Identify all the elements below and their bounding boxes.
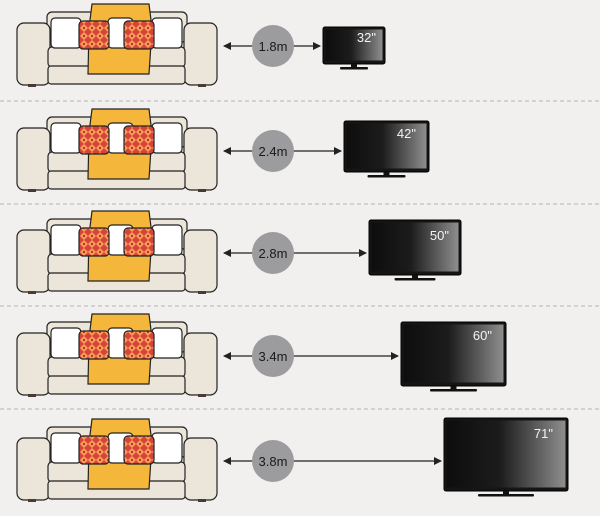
distance-circle <box>252 25 294 67</box>
row-3: 2.8m 50" <box>16 210 462 294</box>
tv-neck <box>503 491 509 494</box>
row-4: 3.4m 60" <box>16 313 507 397</box>
tv-stand <box>394 278 436 281</box>
sofa-left-arm <box>16 229 51 293</box>
distance-label: 3.8m <box>259 454 288 469</box>
sofa-right-arm <box>183 127 218 191</box>
tv-size-label: 42" <box>397 126 416 141</box>
patterned-pillow <box>78 330 110 360</box>
patterned-pillow <box>78 20 110 50</box>
white-pillow <box>50 122 82 154</box>
distance-circle <box>252 440 294 482</box>
row-5: 3.8m 71" <box>16 417 569 502</box>
patterned-pillow <box>123 227 155 257</box>
patterned-pillow <box>123 330 155 360</box>
patterned-pillow <box>78 227 110 257</box>
white-pillow <box>151 17 183 49</box>
sofa-right-arm <box>183 437 218 501</box>
sofa-foot <box>28 499 36 502</box>
patterned-pillow <box>78 125 110 155</box>
distance-circle <box>252 130 294 172</box>
patterned-pillow <box>123 435 155 465</box>
white-pillow <box>50 17 82 49</box>
sofa-foot <box>28 84 36 87</box>
white-pillow <box>50 432 82 464</box>
tv-stand <box>367 175 406 178</box>
sofa-left-arm <box>16 127 51 191</box>
tv-neck <box>383 172 390 175</box>
white-pillow <box>151 432 183 464</box>
patterned-pillow <box>123 125 155 155</box>
sofa-left-arm <box>16 332 51 396</box>
tv-stand <box>430 389 477 392</box>
white-pillow <box>151 122 183 154</box>
sofa-foot <box>198 84 206 87</box>
sofa-foot <box>28 291 36 294</box>
sofa-foot <box>28 394 36 397</box>
row-1: 1.8m 32" <box>16 3 386 87</box>
patterned-pillow <box>78 435 110 465</box>
white-pillow <box>151 224 183 256</box>
tv-screen <box>446 420 566 488</box>
tv-screen <box>403 324 504 383</box>
tv-neck <box>351 64 357 67</box>
tv-size-label: 71" <box>534 426 553 441</box>
tv-screen <box>371 222 459 272</box>
sofa-left-arm <box>16 22 51 86</box>
distance-label: 2.4m <box>259 144 288 159</box>
patterned-pillow <box>123 20 155 50</box>
sofa-foot <box>198 291 206 294</box>
tv-size-label: 32" <box>357 30 376 45</box>
sofa-foot <box>28 189 36 192</box>
sofa-right-arm <box>183 22 218 86</box>
distance-label: 2.8m <box>259 246 288 261</box>
sofa-foot <box>198 394 206 397</box>
sofa-right-arm <box>183 229 218 293</box>
distance-label: 3.4m <box>259 349 288 364</box>
sofa-right-arm <box>183 332 218 396</box>
sofa-left-arm <box>16 437 51 501</box>
white-pillow <box>50 224 82 256</box>
tv-neck <box>450 386 457 389</box>
tv-stand <box>340 67 368 70</box>
distance-label: 1.8m <box>259 39 288 54</box>
tv-size-label: 60" <box>473 328 492 343</box>
tv-size-label: 50" <box>430 228 449 243</box>
distance-circle <box>252 335 294 377</box>
white-pillow <box>151 327 183 359</box>
tv-screen <box>325 29 383 61</box>
tv-neck <box>412 275 418 278</box>
sofa-foot <box>198 499 206 502</box>
sofa-foot <box>198 189 206 192</box>
tv-screen <box>346 123 427 169</box>
row-2: 2.4m 42" <box>16 108 430 192</box>
tv-stand <box>478 494 534 497</box>
white-pillow <box>50 327 82 359</box>
distance-circle <box>252 232 294 274</box>
